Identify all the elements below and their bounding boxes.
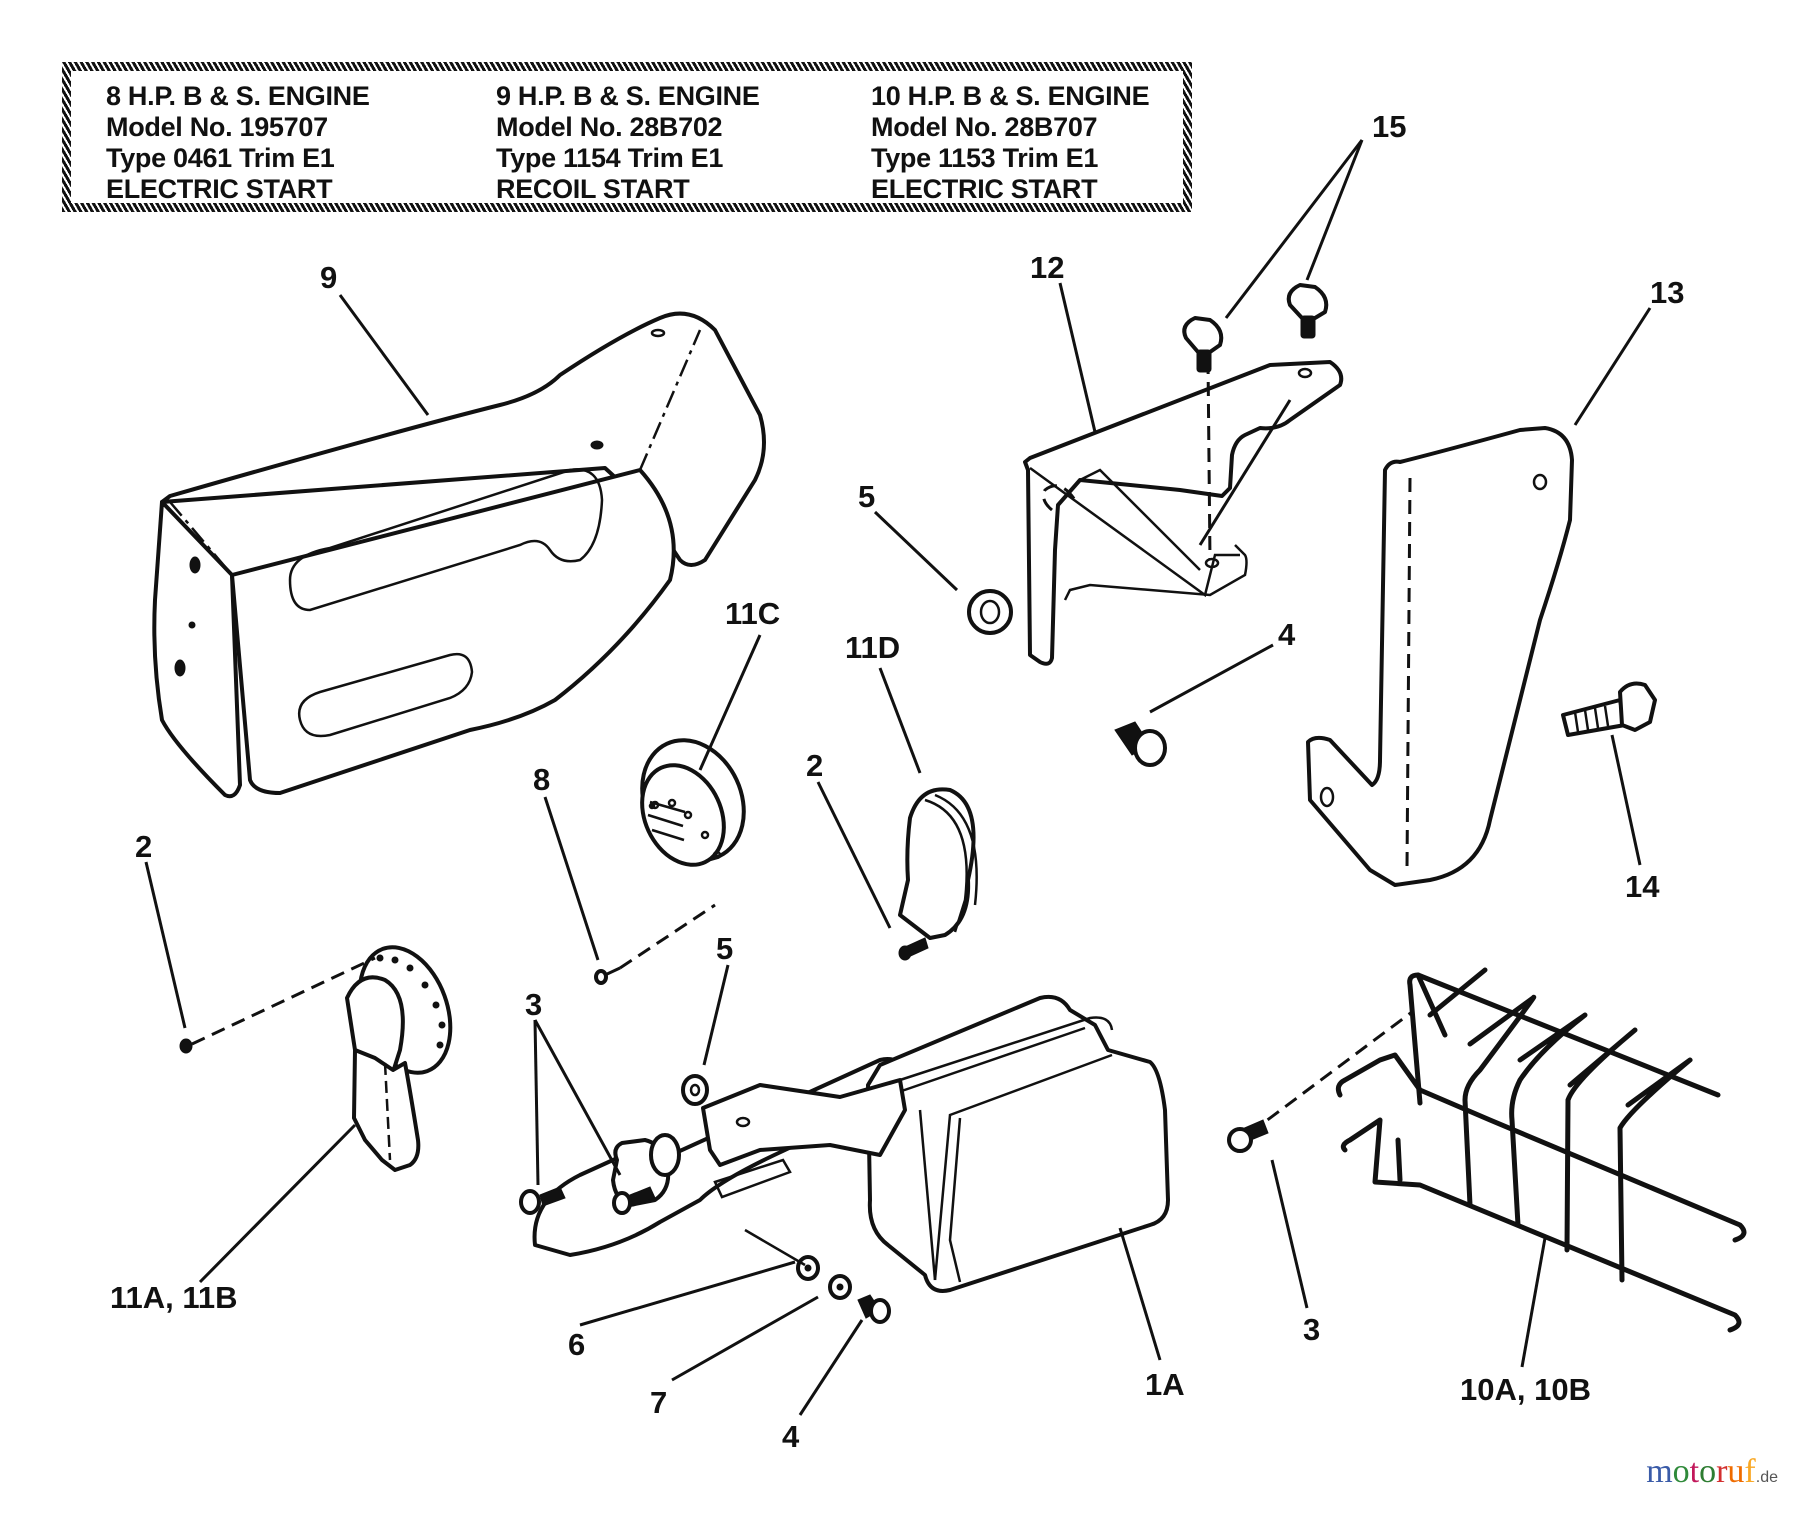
callout-1a: 1A	[1145, 1367, 1185, 1402]
part-15-bolt[interactable]	[1182, 316, 1224, 373]
callout-12: 12	[1030, 250, 1064, 285]
engine-info-table: 8 H.P. B & S. ENGINE Model No. 195707 Ty…	[62, 62, 1192, 212]
callout-5: 5	[716, 931, 733, 966]
engine-title: 8 H.P. B & S. ENGINE	[106, 81, 370, 111]
callout-3: 3	[1303, 1312, 1320, 1347]
part-11d-cap[interactable]	[898, 787, 978, 940]
callout-2: 2	[806, 748, 823, 783]
engine-model: Model No. 195707	[106, 112, 328, 142]
part-4-bolt[interactable]	[857, 1294, 891, 1324]
alignment-lines	[191, 903, 1413, 1135]
engine-column-8hp: 8 H.P. B & S. ENGINE Model No. 195707 Ty…	[106, 81, 370, 205]
callout-14: 14	[1625, 869, 1660, 904]
part-3-bolt[interactable]	[519, 1186, 566, 1215]
part-12-bracket[interactable]	[1023, 359, 1344, 666]
engine-type: Type 1153 Trim E1	[871, 143, 1099, 173]
part-1a-muffler[interactable]	[532, 994, 1170, 1293]
callout-15: 15	[1372, 109, 1406, 144]
callout-13: 13	[1650, 275, 1684, 310]
watermark-letter: u	[1727, 1453, 1745, 1490]
callout-labels: 15 9 12 13 5 11C 11D 4 8 2 2 14 5 3 11A,…	[110, 109, 1684, 1454]
watermark-letter: f	[1744, 1453, 1756, 1490]
part-3-bolt[interactable]	[1227, 1119, 1269, 1153]
part-11c-cap[interactable]	[623, 724, 762, 879]
part-4-bolt[interactable]	[1114, 721, 1167, 767]
watermark-letter: r	[1716, 1453, 1728, 1490]
part-6-washer[interactable]	[796, 1255, 820, 1281]
engine-start: RECOIL START	[496, 174, 690, 204]
watermark-tld: .de	[1755, 1469, 1778, 1486]
part-13-side-plate[interactable]	[1306, 426, 1574, 887]
part-3-bolt[interactable]	[612, 1186, 656, 1215]
part-2-screw[interactable]	[179, 1038, 193, 1054]
watermark-text: motoruf	[1646, 1453, 1756, 1490]
callout-11a-11b: 11A, 11B	[110, 1280, 238, 1315]
callout-11c: 11C	[725, 596, 780, 631]
engine-type: Type 0461 Trim E1	[106, 143, 335, 173]
callout-11d: 11D	[845, 630, 900, 665]
part-10a-10b-wire-guard[interactable]	[1335, 967, 1747, 1333]
part-9-heat-shield[interactable]	[152, 311, 766, 799]
watermark-letter: o	[1699, 1453, 1717, 1490]
engine-start: ELECTRIC START	[871, 174, 1098, 204]
engine-model: Model No. 28B702	[496, 112, 723, 142]
watermark-letter: m	[1646, 1453, 1673, 1490]
engine-title: 10 H.P. B & S. ENGINE	[871, 81, 1150, 111]
callout-2: 2	[135, 829, 152, 864]
part-14-bolt[interactable]	[1561, 681, 1657, 737]
part-8-screw[interactable]	[594, 966, 621, 985]
callout-7: 7	[650, 1385, 667, 1420]
callout-4: 4	[1278, 617, 1296, 652]
part-15-bolt[interactable]	[1286, 283, 1329, 339]
part-5-grommet[interactable]	[967, 589, 1013, 635]
engine-title: 9 H.P. B & S. ENGINE	[496, 81, 760, 111]
callout-4: 4	[782, 1419, 800, 1454]
watermark-letter: t	[1689, 1453, 1700, 1490]
part-11a-11b-lever[interactable]	[343, 935, 466, 1172]
watermark-letter: o	[1672, 1453, 1690, 1490]
callout-3: 3	[525, 987, 542, 1022]
leader-lines	[144, 139, 1652, 1416]
engine-start: ELECTRIC START	[106, 174, 333, 204]
engine-column-9hp: 9 H.P. B & S. ENGINE Model No. 28B702 Ty…	[496, 81, 760, 205]
callout-9: 9	[320, 260, 337, 295]
part-5-grommet[interactable]	[681, 1074, 709, 1106]
callout-10a-10b: 10A, 10B	[1460, 1372, 1591, 1407]
part-2-screw[interactable]	[898, 937, 929, 961]
engine-model: Model No. 28B707	[871, 112, 1098, 142]
part-7-washer[interactable]	[828, 1274, 852, 1300]
watermark-logo: motoruf.de	[1646, 1453, 1778, 1491]
engine-type: Type 1154 Trim E1	[496, 143, 724, 173]
engine-column-10hp: 10 H.P. B & S. ENGINE Model No. 28B707 T…	[871, 81, 1150, 205]
callout-8: 8	[533, 762, 550, 797]
callout-6: 6	[568, 1327, 585, 1362]
callout-5: 5	[858, 479, 875, 514]
